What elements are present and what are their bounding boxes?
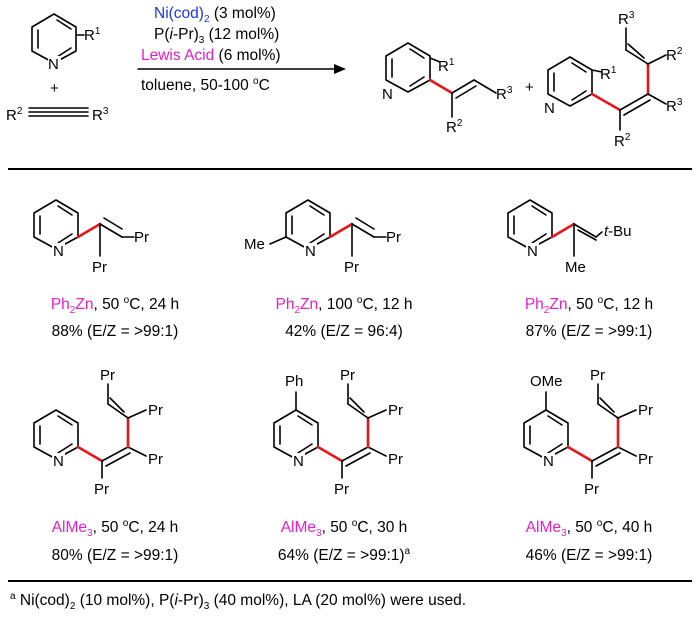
entry-5-conditions: AlMe3, 50 oC, 30 h	[280, 517, 408, 540]
product-plus: +	[525, 79, 534, 96]
svg-text:R3: R3	[618, 10, 635, 28]
entry-1-yield: 88% (E/Z = >99:1)	[51, 323, 179, 340]
entry-2-conditions: Ph2Zn, 100 oC, 12 h	[275, 294, 413, 317]
svg-text:R2: R2	[666, 46, 683, 64]
svg-text:R2: R2	[446, 118, 463, 136]
entry-4-conditions: AlMe3, 50 oC, 24 h	[51, 517, 179, 540]
svg-text:N: N	[543, 453, 554, 470]
svg-text:t-Bu: t-Bu	[604, 223, 632, 240]
reaction-arrow	[137, 64, 346, 74]
svg-text:Pr: Pr	[100, 367, 115, 384]
svg-text:Pr: Pr	[148, 402, 163, 419]
condition-solvent: toluene, 50-100 oC	[141, 75, 270, 94]
compound-4: N Pr Pr Pr Pr	[33, 367, 163, 498]
product-dienyl: N R1 R2 R3 R2 R3	[544, 10, 683, 150]
svg-text:N: N	[53, 243, 64, 260]
svg-text:N: N	[305, 243, 316, 260]
pyridine-n-label: N	[48, 56, 59, 73]
svg-text:R2: R2	[614, 132, 631, 150]
svg-text:OMe: OMe	[530, 373, 563, 390]
svg-text:N: N	[53, 453, 64, 470]
svg-text:N: N	[544, 100, 555, 117]
compound-2: N Me Pr Pr	[244, 199, 401, 276]
svg-text:Ph: Ph	[285, 373, 303, 390]
svg-text:Pr: Pr	[388, 451, 403, 468]
r1-label: R1	[84, 26, 101, 44]
svg-text:Me: Me	[565, 259, 586, 276]
svg-text:Pr: Pr	[638, 402, 653, 419]
svg-text:Pr: Pr	[590, 367, 605, 384]
condition-lewis-acid: Lewis Acid (6 mol%)	[141, 47, 281, 64]
svg-text:Pr: Pr	[340, 367, 355, 384]
pyridine-reactant: N R1	[31, 13, 101, 73]
entry-6-conditions: AlMe3, 50 oC, 40 h	[525, 517, 653, 540]
compound-6: N OMe Pr Pr Pr Pr	[523, 367, 653, 498]
svg-text:Pr: Pr	[334, 481, 349, 498]
svg-text:R3: R3	[496, 85, 513, 103]
divider-bottom	[8, 580, 692, 582]
compound-3: N t-Bu Me	[507, 199, 632, 276]
svg-text:Pr: Pr	[584, 481, 599, 498]
svg-text:R1: R1	[438, 57, 455, 75]
svg-text:R1: R1	[600, 65, 617, 83]
alkyne-reactant: R2 R3	[6, 106, 109, 124]
svg-text:Pr: Pr	[92, 259, 107, 276]
svg-text:N: N	[382, 86, 393, 103]
svg-text:Pr: Pr	[344, 259, 359, 276]
svg-text:Pr: Pr	[388, 402, 403, 419]
svg-text:Pr: Pr	[638, 451, 653, 468]
svg-text:N: N	[293, 453, 304, 470]
entry-1-conditions: Ph2Zn, 50 oC, 24 h	[50, 294, 180, 317]
svg-text:R3: R3	[666, 97, 683, 115]
svg-text:Me: Me	[244, 236, 265, 253]
svg-text:Pr: Pr	[94, 481, 109, 498]
entry-5-yield: 64% (E/Z = >99:1)a	[277, 545, 411, 564]
entry-6-yield: 46% (E/Z = >99:1)	[525, 547, 653, 564]
r3-label: R3	[92, 106, 109, 124]
condition-ligand: P(i-Pr)3 (12 mol%)	[154, 26, 280, 47]
r2-label: R2	[6, 106, 23, 124]
entry-3-conditions: Ph2Zn, 50 oC, 12 h	[524, 294, 654, 317]
entry-4-yield: 80% (E/Z = >99:1)	[51, 547, 179, 564]
condition-catalyst: Ni(cod)2 (3 mol%)	[154, 5, 276, 26]
plus-sign: +	[50, 80, 59, 97]
svg-text:N: N	[527, 243, 538, 260]
compound-5: N Ph Pr Pr Pr Pr	[273, 367, 403, 498]
svg-text:Pr: Pr	[134, 229, 149, 246]
svg-text:Pr: Pr	[386, 229, 401, 246]
entry-3-yield: 87% (E/Z = >99:1)	[525, 323, 653, 340]
footnote: a Ni(cod)2 (10 mol%), P(i-Pr)3 (40 mol%)…	[10, 590, 467, 613]
product-monoalkenyl: N R1 R3 R2	[382, 42, 513, 136]
entry-2-yield: 42% (E/Z = 96:4)	[285, 323, 403, 340]
compound-1: N Pr Pr	[33, 199, 149, 276]
divider-top	[8, 168, 692, 170]
svg-text:Pr: Pr	[148, 451, 163, 468]
